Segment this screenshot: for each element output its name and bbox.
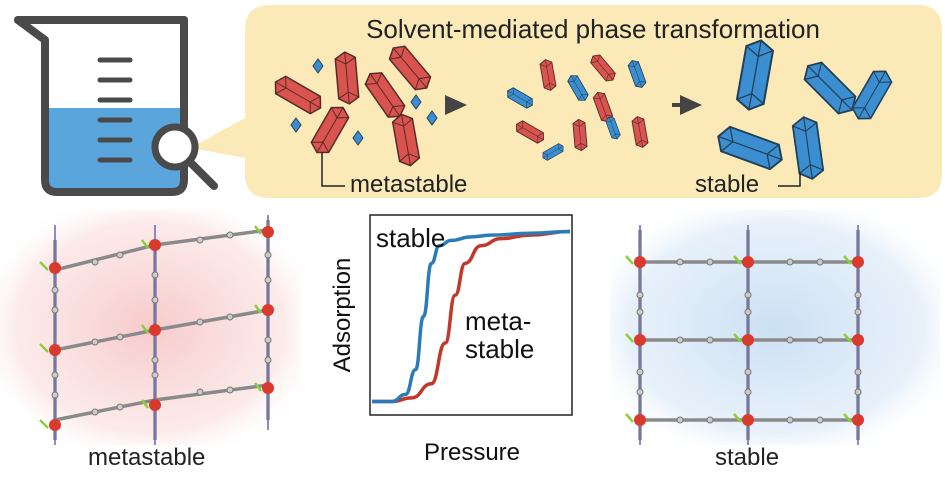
stable-pointer: [778, 172, 801, 187]
title: Solvent-mediated phase transformation: [366, 14, 820, 44]
beaker-icon: [14, 16, 188, 196]
series-line-metastable: [371, 229, 571, 404]
series-label-meta-line1: meta-: [465, 306, 531, 336]
structure-metastable: [0, 210, 300, 445]
structure-stable: [610, 210, 940, 445]
structure-stable-label: stable: [715, 444, 779, 471]
series-label-stable: stable: [376, 223, 445, 253]
stable-crystals-label: stable: [695, 171, 759, 198]
y-axis-label: Adsorption: [329, 258, 356, 373]
isotherm-chart: stable meta- stable Adsorption Pressure: [329, 214, 573, 466]
metastable-pointer: [321, 152, 345, 187]
x-axis-label: Pressure: [424, 439, 520, 466]
arrow-1-icon: [445, 95, 467, 115]
chart-frame: [369, 214, 573, 416]
structure-metastable-label: metastable: [88, 444, 205, 471]
series-layer: [371, 229, 571, 404]
metastable-crystals-label: metastable: [350, 171, 467, 198]
series-line-stable: [371, 229, 571, 404]
arrow-2-icon: [680, 95, 702, 115]
magnifier-icon: [151, 123, 218, 190]
series-label-meta-line2: stable: [465, 334, 534, 364]
